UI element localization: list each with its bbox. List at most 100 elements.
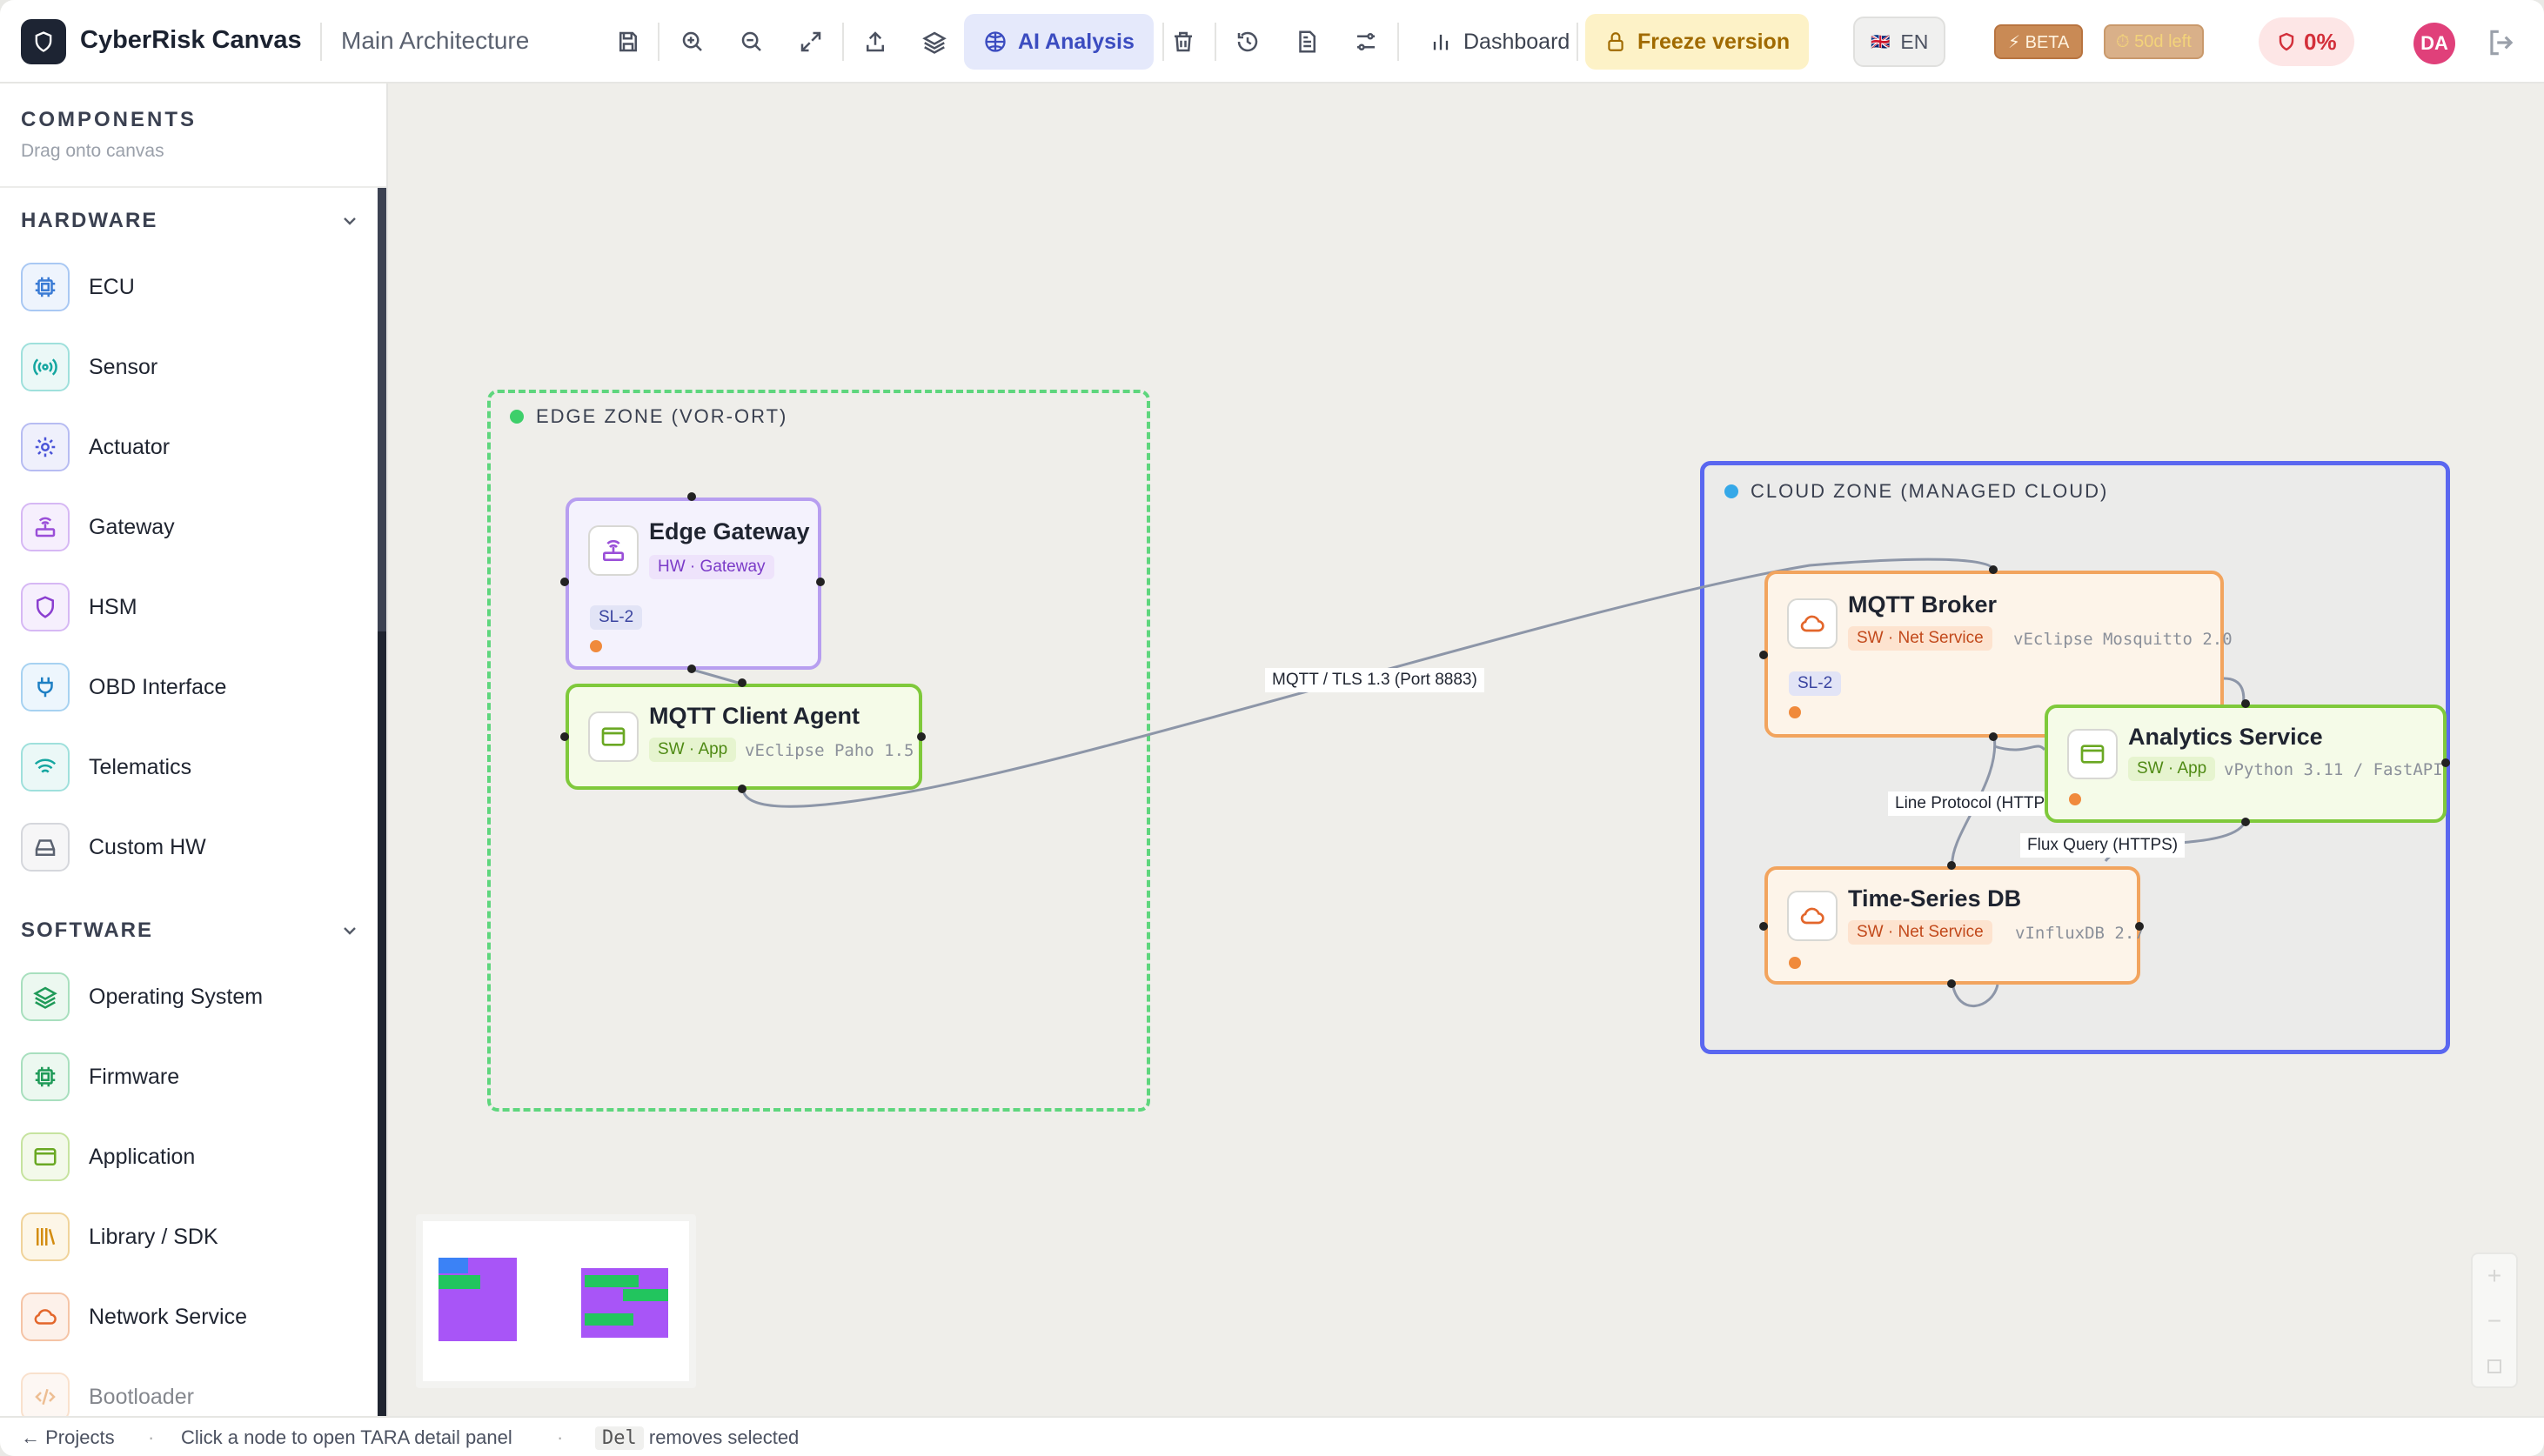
layers-icon [21, 972, 70, 1021]
connection-handle[interactable] [560, 578, 569, 586]
risk-dot [590, 640, 602, 652]
edge-zone[interactable] [487, 390, 1150, 1112]
connection-handle[interactable] [2135, 922, 2144, 931]
minimap-node [585, 1313, 633, 1326]
history-icon [1237, 31, 1258, 52]
zoom-out-control[interactable]: − [2487, 1307, 2502, 1334]
freeze-version-button[interactable]: Freeze version [1585, 14, 1810, 70]
edge-label-flux-query[interactable]: Flux Query (HTTPS) [2020, 833, 2186, 858]
edge-analytics-broker[interactable] [1993, 745, 2046, 751]
zoom-in-button[interactable] [670, 19, 715, 64]
connection-handle[interactable] [2441, 758, 2450, 767]
zoom-out-button[interactable] [729, 19, 774, 64]
delete-icon [1175, 31, 1192, 52]
edge-zone-label: EDGE ZONE (VOR-ORT) [510, 405, 787, 428]
section-software[interactable]: SOFTWARE [21, 918, 360, 943]
sidebar-item-custom-hw[interactable]: Custom HW [21, 812, 369, 882]
zoom-in-control[interactable]: + [2487, 1262, 2502, 1289]
minimap[interactable] [416, 1214, 696, 1388]
sidebar-item-gateway[interactable]: Gateway [21, 492, 369, 562]
connection-handle[interactable] [738, 678, 746, 687]
connection-handle[interactable] [1759, 651, 1768, 659]
settings-button[interactable] [1343, 19, 1389, 64]
edge-tsdb-loop[interactable] [1951, 982, 1999, 1008]
separator-dot: · [557, 1426, 564, 1448]
ai-analysis-button[interactable]: AI Analysis [964, 14, 1154, 70]
sidebar-item-label: Network Service [89, 1304, 247, 1329]
sidebar-item-operating-system[interactable]: Operating System [21, 962, 369, 1032]
sidebar-scrollbar[interactable] [378, 188, 386, 1416]
connection-handle[interactable] [1989, 732, 1998, 741]
connection-handle[interactable] [917, 732, 926, 741]
delete-button[interactable] [1161, 19, 1206, 64]
fit-view-control[interactable] [2473, 1345, 2516, 1388]
connection-handle[interactable] [687, 492, 696, 501]
save-button[interactable] [606, 19, 651, 64]
layers-icon [922, 31, 947, 54]
edge-label-mqtt-tls[interactable]: MQTT / TLS 1.3 (Port 8883) [1265, 668, 1484, 692]
node-type-badge: SW · Net Service [1848, 920, 1992, 945]
sidebar-item-label: Firmware [89, 1064, 180, 1089]
sidebar-title: COMPONENTS [21, 108, 197, 131]
beta-badge: ⚡ BETA [1994, 24, 2084, 59]
report-button[interactable] [1284, 19, 1329, 64]
minimap-node [439, 1258, 468, 1273]
user-avatar[interactable]: DA [2413, 23, 2455, 64]
connection-handle[interactable] [1947, 861, 1956, 870]
divider [1397, 23, 1399, 61]
fit-view-button[interactable] [788, 19, 833, 64]
language-selector[interactable]: 🇬🇧 EN [1853, 17, 1946, 67]
history-button[interactable] [1225, 19, 1270, 64]
sidebar-item-obd-interface[interactable]: OBD Interface [21, 652, 369, 722]
risk-score-badge[interactable]: 0% [2259, 17, 2354, 66]
sidebar-item-ecu[interactable]: ECU [21, 252, 369, 322]
sidebar-item-hsm[interactable]: HSM [21, 572, 369, 642]
divider [842, 23, 844, 61]
connection-handle[interactable] [2241, 818, 2250, 826]
dashboard-button[interactable]: Dashboard [1409, 14, 1589, 70]
connection-handle[interactable] [2241, 699, 2250, 708]
sidebar-item-firmware[interactable]: Firmware [21, 1042, 369, 1112]
connection-handle[interactable] [1759, 922, 1768, 931]
edge-gateway-client[interactable] [692, 668, 742, 685]
connection-handle[interactable] [1947, 979, 1956, 988]
node-mqtt-client-agent[interactable]: MQTT Client Agent SW · App vEclipse Paho… [566, 684, 922, 790]
connection-handle[interactable] [687, 665, 696, 673]
zoom-controls[interactable]: + − [2471, 1252, 2518, 1388]
node-edge-gateway[interactable]: Edge Gateway HW · Gateway SL-2 [566, 498, 821, 670]
sidebar-item-sensor[interactable]: Sensor [21, 332, 369, 402]
security-level-badge: SL-2 [590, 605, 643, 630]
sidebar-scroll-thumb[interactable] [378, 188, 386, 631]
document-title[interactable]: Main Architecture [341, 27, 530, 54]
logout-icon[interactable] [2485, 26, 2518, 59]
layers-button[interactable] [912, 19, 957, 64]
export-button[interactable] [853, 19, 898, 64]
edge-mqtt-tls[interactable] [741, 558, 1996, 808]
sidebar-item-label: ECU [89, 274, 135, 299]
connection-handle[interactable] [560, 732, 569, 741]
node-version: vEclipse Paho 1.5 [745, 741, 914, 760]
router-icon [588, 525, 639, 576]
connection-handle[interactable] [1989, 565, 1998, 574]
sidebar-item-bootloader[interactable]: Bootloader [21, 1362, 369, 1416]
cloud-icon [21, 1292, 70, 1341]
sidebar-item-actuator[interactable]: Actuator [21, 412, 369, 482]
connection-handle[interactable] [816, 578, 825, 586]
section-hardware[interactable]: HARDWARE [21, 209, 360, 233]
sidebar-item-library-sdk[interactable]: Library / SDK [21, 1202, 369, 1272]
sidebar-item-telematics[interactable]: Telematics [21, 732, 369, 802]
edge-label-line-protocol[interactable]: Line Protocol (HTTPS) [1888, 791, 2069, 816]
plug-icon [21, 663, 70, 711]
sidebar-item-network-service[interactable]: Network Service [21, 1282, 369, 1352]
connection-handle[interactable] [738, 785, 746, 793]
node-analytics-service[interactable]: Analytics Service SW · App vPython 3.11 … [2045, 705, 2447, 823]
chip-icon [21, 1052, 70, 1101]
node-time-series-db[interactable]: Time-Series DB SW · Net Service vInfluxD… [1764, 866, 2145, 985]
node-title: Edge Gateway [649, 518, 810, 544]
sidebar-item-label: Telematics [89, 754, 192, 779]
sidebar-item-application[interactable]: Application [21, 1122, 369, 1192]
node-mqtt-broker[interactable]: MQTT Broker SW · Net Service vEclipse Mo… [1764, 571, 2233, 738]
back-to-projects-link[interactable]: ← Projects [21, 1426, 115, 1449]
router-icon [21, 503, 70, 551]
sidebar-item-label: Gateway [89, 514, 175, 539]
